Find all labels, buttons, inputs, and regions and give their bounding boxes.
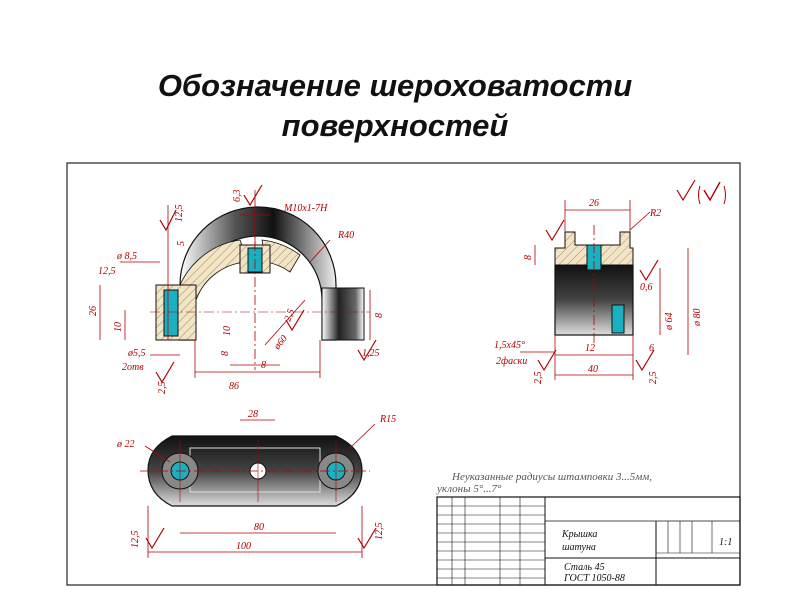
dim-2otv: 2отв [122, 362, 144, 373]
material-line-1: Сталь 45 [564, 562, 605, 573]
slide-title-line-1: Обозначение шероховатости [157, 68, 633, 103]
dim-6-3: 6,3 [232, 190, 243, 203]
dim-12-5-left: 12,5 [98, 266, 116, 277]
dim-dia-64: ø 64 [664, 313, 675, 332]
dim-28: 28 [248, 409, 258, 420]
dim-1-25: 1,25 [362, 348, 380, 359]
slide-title-line-2: поверхностей [281, 108, 509, 143]
slide-title: Обозначение шероховатости поверхностей [0, 66, 790, 146]
side-view-dimension-lines [520, 200, 689, 380]
dim-10-left: 10 [113, 322, 124, 332]
dim-40: 40 [588, 364, 598, 375]
scale-value: 1:1 [719, 537, 732, 548]
front-view-left-hole [163, 289, 179, 337]
dim-dia-5-5: ø5,5 [127, 348, 146, 359]
dim-2-5-left: 2,5 [157, 382, 168, 395]
dim-8-bot: 8 [261, 360, 266, 371]
dim-12: 12 [585, 343, 595, 354]
roughness-symbols-plan [145, 527, 377, 550]
dim-dia-8-5: ø 8,5 [116, 251, 137, 262]
dim-chamfer: 1,5x45° [494, 340, 525, 351]
dim-12-5-plan-left: 12,5 [130, 531, 141, 549]
plan-view [140, 435, 370, 507]
part-name-line-1: Крышка [561, 529, 597, 540]
side-view [554, 225, 634, 345]
dim-6: 6 [649, 343, 654, 354]
roughness-symbols-side [537, 179, 696, 372]
dim-5: 5 [176, 241, 187, 246]
dim-2-5-side-right: 2,5 [648, 372, 659, 385]
front-view [150, 205, 370, 370]
part-name-line-2: шатуна [562, 542, 596, 553]
dim-dia-80: ø 80 [692, 309, 703, 328]
side-view-bolt-hole [611, 304, 625, 334]
dim-10-mid: 10 [222, 326, 233, 336]
dim-thread: M10x1-7H [283, 203, 328, 214]
general-roughness-symbol [698, 181, 726, 205]
roughness-symbols-front [155, 184, 377, 384]
material-line-2: ГОСТ 1050-88 [563, 573, 625, 584]
dim-8-right: 8 [374, 313, 385, 318]
dim-2faski: 2фаски [496, 356, 527, 367]
dim-8-mid: 8 [220, 351, 231, 356]
note-line-2: уклоны 5°...7° [436, 483, 502, 495]
plan-view-dimension-lines [144, 419, 376, 558]
dim-26-side: 26 [589, 198, 599, 209]
dim-0-6: 0,6 [640, 282, 653, 293]
dim-r2: R2 [649, 208, 661, 219]
dim-dia-22: ø 22 [116, 439, 135, 450]
dim-2-5-side-left: 2,5 [533, 372, 544, 385]
dim-r15: R15 [379, 414, 396, 425]
front-view-right-flange [321, 287, 365, 341]
dim-80: 80 [254, 522, 264, 533]
dim-12-5-top: 12,5 [174, 205, 185, 223]
dim-12-5-plan-right: 12,5 [374, 523, 385, 541]
note-line-1: Неуказанные радиусы штамповки 3...5мм, [451, 471, 652, 483]
dim-86: 86 [229, 381, 239, 392]
front-view-dimension-lines [99, 190, 371, 378]
dim-2-5-mid: 2,5 [282, 308, 297, 324]
dim-26-left: 26 [88, 306, 99, 316]
dim-r40: R40 [337, 230, 354, 241]
dim-100: 100 [236, 541, 251, 552]
dim-8-side: 8 [523, 255, 534, 260]
title-block [436, 496, 741, 586]
